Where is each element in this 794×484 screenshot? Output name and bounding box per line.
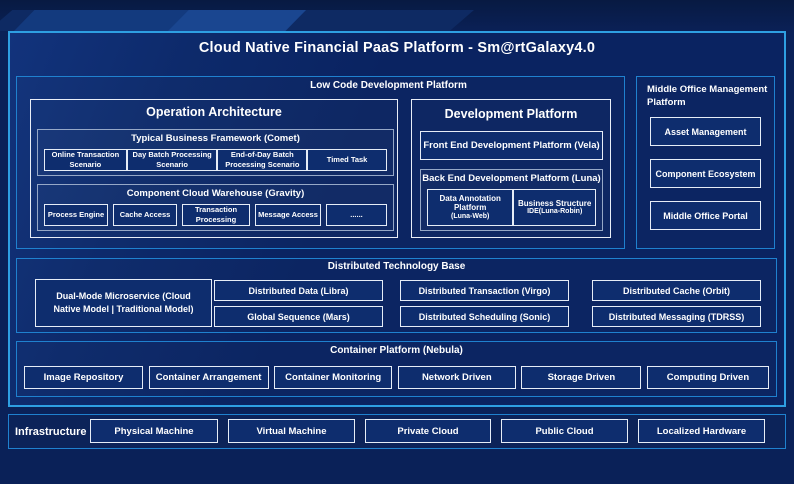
node-online-transaction-scenario: Online Transaction Scenario [44, 149, 127, 171]
node-dual-mode-microservice: Dual-Mode Microservice (Cloud Native Mod… [35, 279, 212, 327]
node-process-engine: Process Engine [44, 204, 108, 226]
node-data-annotation-platform: Data Annotation Platform (Luna-Web) [427, 189, 514, 226]
container-platform-label: Container Platform (Nebula) [330, 345, 463, 356]
low-code-section-label: Low Code Development Platform [310, 80, 467, 91]
back-end-development-platform-label: Back End Development Platform (Luna) [422, 173, 601, 184]
node-image-repository: Image Repository [24, 366, 143, 389]
infrastructure-label: Infrastructure [15, 425, 87, 438]
page-title: Cloud Native Financial PaaS Platform - S… [198, 40, 596, 56]
node-computing-driven: Computing Driven [646, 366, 769, 389]
node-private-cloud: Private Cloud [365, 419, 491, 443]
container-platform-nodes: Image Repository Container Arrangement C… [24, 366, 769, 389]
node-cache-access: Cache Access [113, 204, 177, 226]
top-diagonal-decoration-inner [168, 10, 306, 31]
middle-office-management-platform-section: Middle Office Management Platform Asset … [636, 76, 775, 249]
node-end-of-day-batch-processing-scenario: End-of-Day Batch Processing Scenario [217, 149, 308, 171]
node-asset-management: Asset Management [650, 117, 761, 146]
component-cloud-warehouse-nodes: Process Engine Cache Access Transaction … [44, 204, 387, 226]
dual-mode-line1: Dual-Mode Microservice (Cloud Native Mod… [53, 291, 194, 314]
node-business-structure-ide-code: IDE(Luna-Robin) [527, 208, 583, 216]
node-container-arrangement: Container Arrangement [148, 366, 269, 389]
node-business-structure-ide-name: Business Structure [518, 198, 592, 208]
node-front-end-development-platform: Front End Development Platform (Vela) [420, 131, 603, 160]
platform-frame: Cloud Native Financial PaaS Platform - S… [8, 31, 786, 407]
container-platform-section: Container Platform (Nebula) Image Reposi… [16, 341, 777, 397]
node-virtual-machine: Virtual Machine [228, 419, 355, 443]
node-container-monitoring: Container Monitoring [274, 366, 393, 389]
node-global-sequence: Global Sequence (Mars) [214, 306, 383, 327]
node-ellipsis: ...... [326, 204, 387, 226]
node-physical-machine: Physical Machine [90, 419, 218, 443]
middle-office-label: Middle Office Management Platform [647, 84, 768, 108]
node-data-annotation-platform-name: Data Annotation Platform [439, 193, 501, 213]
infrastructure-section: Infrastructure Physical Machine Virtual … [8, 414, 786, 449]
node-distributed-cache: Distributed Cache (Orbit) [592, 280, 761, 301]
typical-business-framework-nodes: Online Transaction Scenario Day Batch Pr… [44, 149, 387, 171]
operation-architecture-title: Operation Architecture [146, 105, 282, 119]
back-end-nodes: Data Annotation Platform (Luna-Web) Busi… [427, 189, 596, 226]
node-storage-driven: Storage Driven [521, 366, 642, 389]
node-middle-office-portal: Middle Office Portal [650, 201, 761, 230]
distributed-technology-base-section: Distributed Technology Base Dual-Mode Mi… [16, 258, 777, 333]
node-distributed-scheduling: Distributed Scheduling (Sonic) [400, 306, 569, 327]
node-distributed-transaction: Distributed Transaction (Virgo) [400, 280, 569, 301]
node-message-access: Message Access [255, 204, 321, 226]
node-data-annotation-platform-code: (Luna-Web) [451, 212, 490, 220]
operation-architecture-box: Operation Architecture Typical Business … [30, 99, 398, 238]
development-platform-title: Development Platform [444, 107, 578, 121]
node-network-driven: Network Driven [397, 366, 516, 389]
node-distributed-data: Distributed Data (Libra) [214, 280, 383, 301]
back-end-development-platform-box: Back End Development Platform (Luna) Dat… [420, 169, 603, 231]
node-public-cloud: Public Cloud [501, 419, 628, 443]
node-day-batch-processing-scenario: Day Batch Processing Scenario [126, 149, 218, 171]
node-transaction-processing: Transaction Processing [182, 204, 250, 226]
node-localized-hardware: Localized Hardware [638, 419, 765, 443]
component-cloud-warehouse-box: Component Cloud Warehouse (Gravity) Proc… [37, 184, 394, 231]
node-component-ecosystem: Component Ecosystem [650, 159, 761, 188]
node-business-structure-ide: Business Structure IDE(Luna-Robin) [513, 189, 596, 226]
component-cloud-warehouse-label: Component Cloud Warehouse (Gravity) [126, 188, 305, 199]
node-timed-task: Timed Task [307, 149, 387, 171]
node-distributed-messaging: Distributed Messaging (TDRSS) [592, 306, 761, 327]
distributed-technology-base-label: Distributed Technology Base [327, 261, 466, 272]
typical-business-framework-label: Typical Business Framework (Comet) [131, 133, 300, 144]
low-code-development-platform-section: Low Code Development Platform Operation … [16, 76, 625, 249]
typical-business-framework-box: Typical Business Framework (Comet) Onlin… [37, 129, 394, 176]
development-platform-box: Development Platform Front End Developme… [411, 99, 611, 238]
